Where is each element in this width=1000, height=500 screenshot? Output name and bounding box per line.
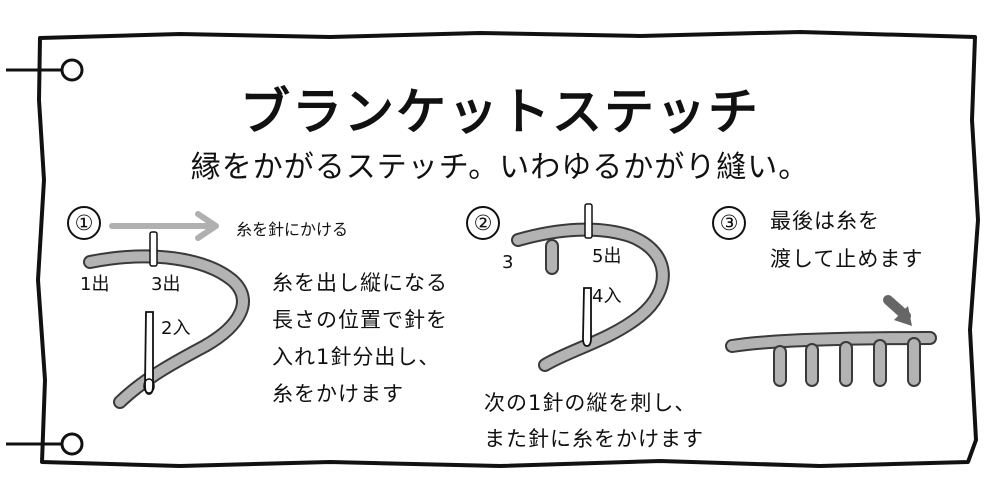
binder-ring-bottom — [6, 432, 84, 456]
step2-text-line2: また針に糸をかけます — [484, 427, 704, 451]
step1-stitch-top — [149, 231, 158, 267]
step3-text-line2: 渡して止めます — [770, 247, 924, 271]
binder-ring-top — [6, 58, 84, 82]
step1-text-line4: 糸をかけます — [272, 382, 404, 406]
step3-number: ③ — [712, 206, 746, 240]
step3-pointer-arrow — [883, 295, 912, 326]
step1-arrow-head — [195, 211, 219, 241]
step1-label-out1: 1出 — [80, 274, 110, 295]
step2-text-line1: 次の1針の縦を刺し、 — [484, 391, 697, 415]
step3-text-line1: 最後は糸を — [770, 209, 880, 233]
step1-needle — [144, 311, 154, 395]
step2-needle — [582, 287, 592, 347]
page-title: ブランケットステッチ — [240, 83, 760, 141]
paper-border — [36, 30, 980, 468]
step1-needle-eye — [143, 378, 155, 394]
step2-stitch-top — [584, 203, 593, 239]
step2-label-3: 3 — [502, 252, 514, 273]
page-subtitle: 縁をかがるステッチ。いわゆるかがり縫い。 — [190, 150, 810, 185]
step3-stitches — [773, 337, 921, 387]
step1-text-line2: 長さの位置で針を — [272, 308, 448, 332]
step1-arrow-note: 糸を針にかける — [236, 220, 349, 239]
step2-number: ② — [466, 206, 500, 240]
step1-label-in2: 2入 — [161, 318, 191, 339]
step1-thread — [85, 251, 248, 407]
step1-label-out3: 3出 — [151, 274, 181, 295]
step1-text-line1: 糸を出し縦になる — [272, 271, 448, 295]
step2-label-out5: 5出 — [592, 246, 622, 267]
step2-thread — [513, 224, 668, 370]
step1-text-line3: 入れ1針分出し、 — [272, 345, 441, 369]
step2-label-in4: 4入 — [592, 286, 622, 307]
step1-number: ① — [67, 206, 101, 240]
step3-edge-thread — [727, 333, 935, 351]
